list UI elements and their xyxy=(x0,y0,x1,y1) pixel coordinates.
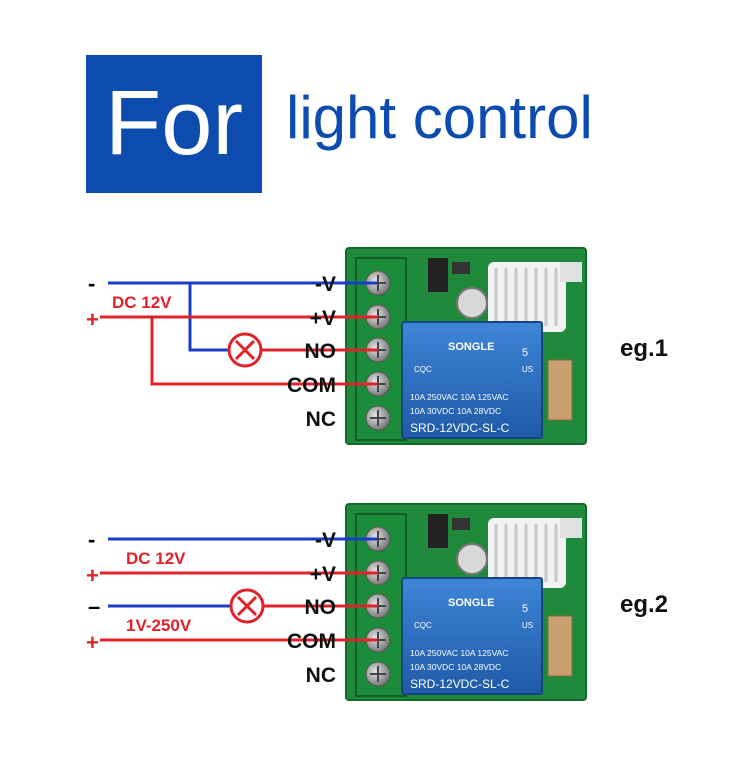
dc-label: DC 12V xyxy=(126,549,186,568)
minus-label: - xyxy=(88,527,95,552)
dc-label: DC 12V xyxy=(112,293,172,312)
plus-label: + xyxy=(86,563,99,588)
relay-num: 5 xyxy=(522,347,528,359)
wires xyxy=(100,281,378,386)
relay-rating1: 10A 250VAC 10A 125VAC xyxy=(410,392,508,402)
wires xyxy=(100,537,378,642)
relay-board: SONGLE CQC 5 US 10A 250VAC 10A 125VAC 10… xyxy=(345,247,587,445)
relay-cqc: CQC xyxy=(414,621,432,630)
lamp-symbol xyxy=(229,588,265,624)
terminal-label: COM xyxy=(287,630,336,653)
lamp-symbol xyxy=(227,332,263,368)
title-boxed-word: For xyxy=(105,72,243,174)
terminal-label: NO xyxy=(305,596,337,619)
example-2: SONGLE CQC 5 US 10A 250VAC 10A 125VAC 10… xyxy=(86,503,668,701)
terminal-label: COM xyxy=(287,374,336,397)
relay-model: SRD-12VDC-SL-C xyxy=(410,421,510,435)
terminal-screw xyxy=(365,661,391,687)
relay-brand: SONGLE xyxy=(448,597,494,609)
terminal-label: -V xyxy=(315,529,336,552)
example-label: eg.1 xyxy=(620,335,668,362)
terminal-labels: -V +V NO COM NC xyxy=(287,529,336,687)
terminal-label: NC xyxy=(306,664,336,687)
terminal-labels: -V +V NO COM NC xyxy=(287,273,336,431)
minus2-label: – xyxy=(88,594,100,619)
example-1: SONGLE CQC 5 US 10A 250VAC 10A 125VAC 10… xyxy=(86,247,668,445)
relay-cqc: CQC xyxy=(414,365,432,374)
antenna-coil xyxy=(488,518,566,588)
plus2-label: + xyxy=(86,630,99,655)
ac-label: 1V-250V xyxy=(126,616,192,635)
antenna-coil xyxy=(488,262,566,332)
terminal-label: NC xyxy=(306,408,336,431)
relay-us: US xyxy=(522,365,533,374)
minus-label: - xyxy=(88,271,95,296)
terminal-label: -V xyxy=(315,273,336,296)
terminal-screw xyxy=(365,405,391,431)
relay-brand: SONGLE xyxy=(448,341,494,353)
relay: SONGLE CQC 5 US 10A 250VAC 10A 125VAC 10… xyxy=(401,577,543,695)
example-label: eg.2 xyxy=(620,591,668,618)
title-text: light control xyxy=(286,84,593,151)
relay-us: US xyxy=(522,621,533,630)
relay-board: SONGLE CQC 5 US 10A 250VAC 10A 125VAC 10… xyxy=(345,503,587,701)
relay: SONGLE CQC 5 US 10A 250VAC 10A 125VAC 10… xyxy=(401,321,543,439)
relay-rating2: 10A 30VDC 10A 28VDC xyxy=(410,406,501,416)
title-box: For xyxy=(86,55,262,193)
terminal-label: +V xyxy=(310,563,336,586)
relay-num: 5 xyxy=(522,603,528,615)
plus-label: + xyxy=(86,307,99,332)
terminal-label: NO xyxy=(305,340,337,363)
relay-rating2: 10A 30VDC 10A 28VDC xyxy=(410,662,501,672)
relay-model: SRD-12VDC-SL-C xyxy=(410,677,510,691)
terminal-label: +V xyxy=(310,307,336,330)
relay-rating1: 10A 250VAC 10A 125VAC xyxy=(410,648,508,658)
